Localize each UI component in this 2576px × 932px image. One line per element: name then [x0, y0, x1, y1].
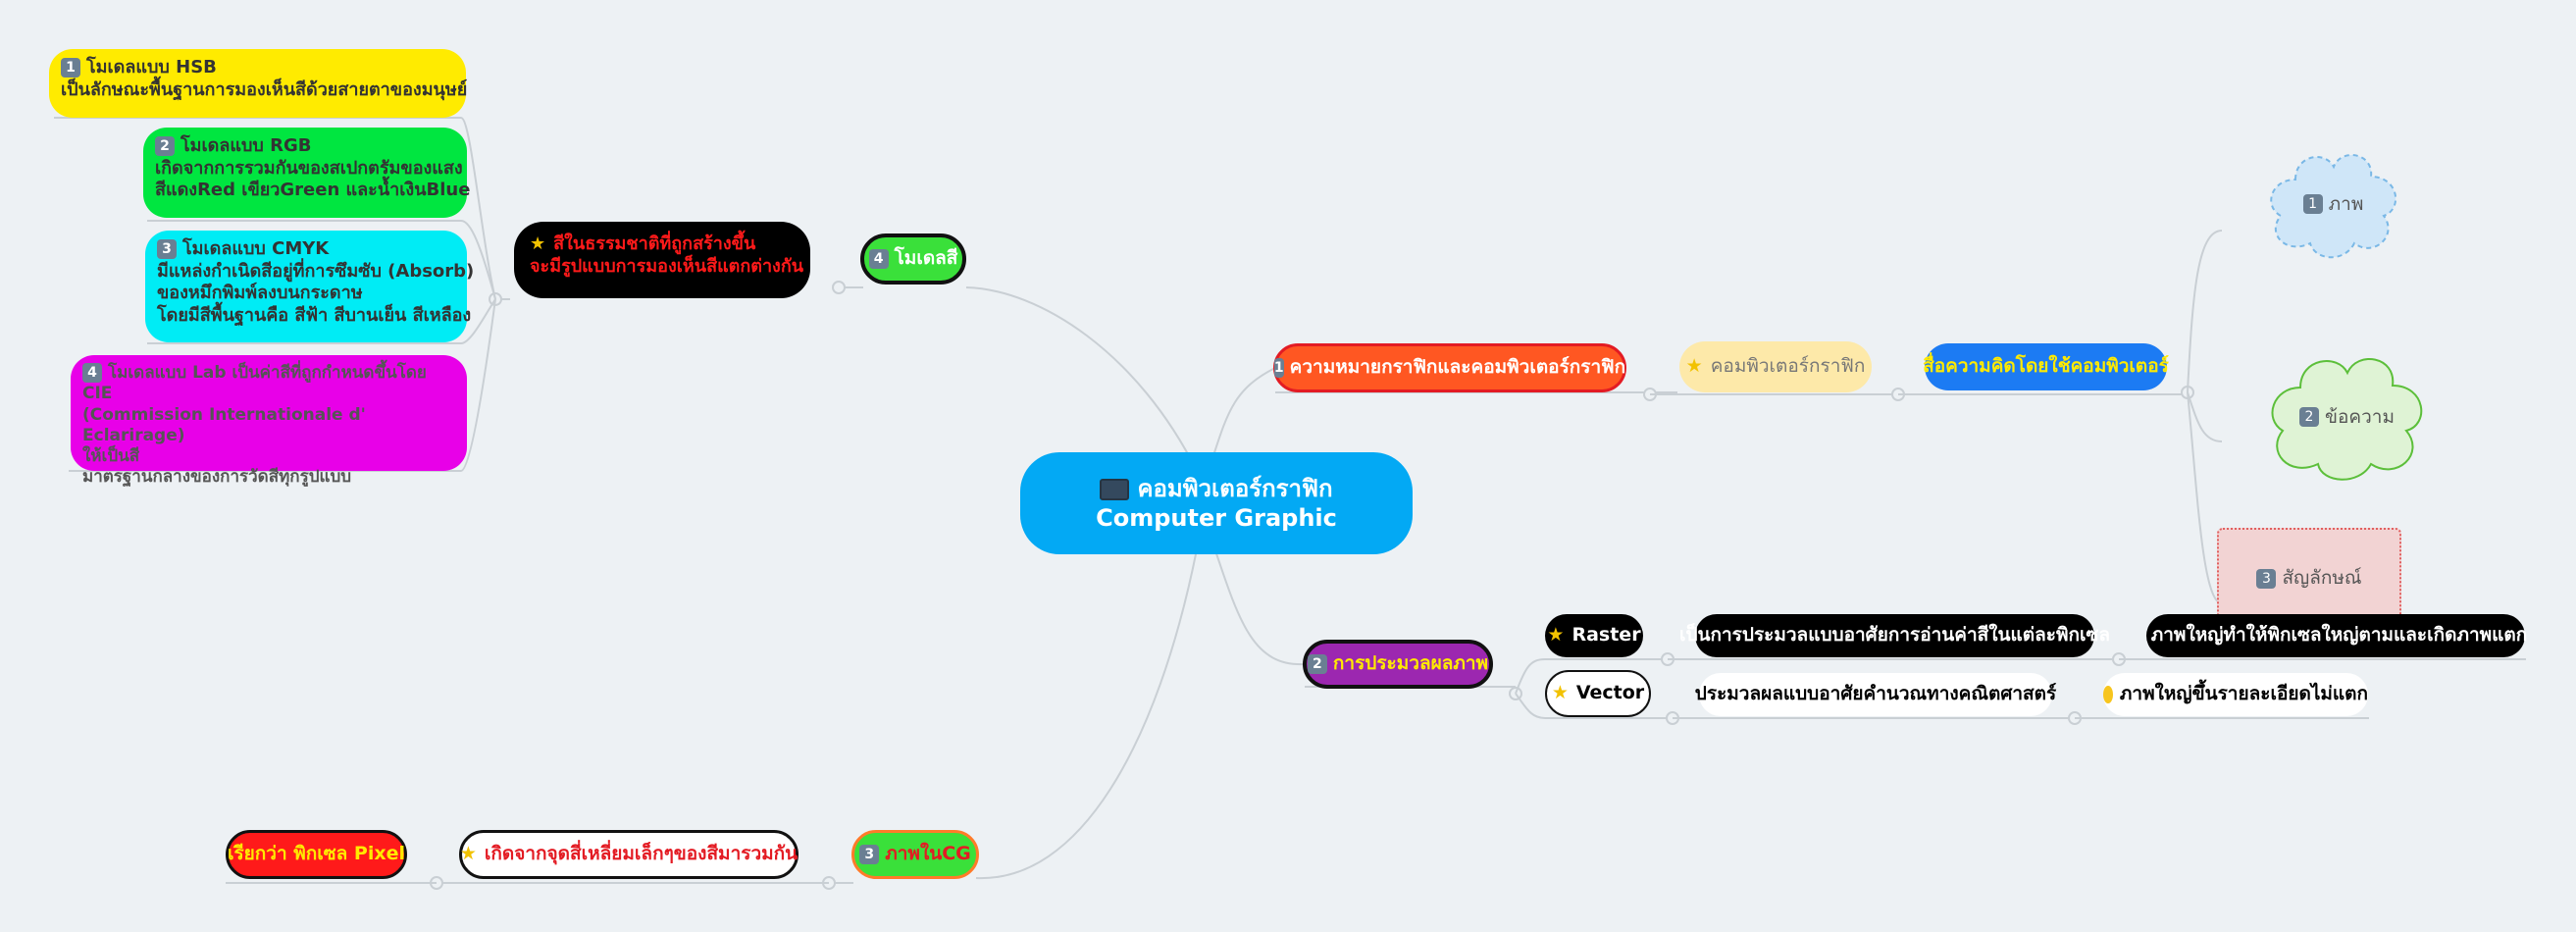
pixel-name[interactable]: เรียกว่า พิกเซล Pixel	[226, 830, 407, 879]
topic-image-in-cg-label: ภาพในCG	[885, 843, 971, 865]
leaf-image-label: ภาพ	[2328, 193, 2364, 215]
star-icon: ★	[530, 233, 546, 254]
vector-description-label: ประมวลผลแบบอาศัยคำนวณทางคณิตศาสตร์	[1694, 683, 2057, 705]
number-badge: 1	[61, 58, 80, 78]
topic-meaning-label: ความหมายกราฟิกและคอมพิวเตอร์กราฟิก	[1289, 356, 1626, 379]
raster-label: Raster	[1571, 624, 1641, 647]
model-line: สีแดงRed เขียวGreen และน้ำเงินBlue	[155, 180, 471, 200]
leaf-symbol[interactable]: 3 สัญลักษณ์	[2217, 528, 2401, 630]
color-nature-note[interactable]: ★ สีในธรรมชาติที่ถูกสร้างขึ้น จะมีรูปแบบก…	[514, 222, 810, 298]
raster-description-label: เป็นการประมวลแบบอาศัยการอ่านค่าสีในแต่ละ…	[1678, 624, 2111, 647]
subtopic-communicate-label: สื่อความคิดโดยใช้คอมพิวเตอร์	[1923, 355, 2169, 378]
cloud-icon	[2270, 154, 2397, 259]
number-badge: 1	[1273, 358, 1284, 378]
pixel-origin[interactable]: ★ เกิดจากจุดสี่เหลี่ยมเล็กๆของสีมารวมกัน	[459, 830, 799, 879]
vector-result-label: ภาพใหญ่ขึ้นรายละเอียดไม่แตก	[2119, 683, 2368, 705]
model-line: ให้เป็นสี	[82, 446, 140, 466]
raster-result[interactable]: ภาพใหญ่ทำให้พิกเซลใหญ่ตามและเกิดภาพแตก	[2146, 614, 2528, 657]
raster-node[interactable]: ★ Raster	[1545, 614, 1643, 657]
subtopic-computer-graphic[interactable]: ★ คอมพิวเตอร์กราฟิก	[1679, 341, 1872, 392]
pixel-origin-label: เกิดจากจุดสี่เหลี่ยมเล็กๆของสีมารวมกัน	[484, 843, 799, 865]
vector-node[interactable]: ★ Vector	[1545, 670, 1651, 717]
color-nature-line2: จะมีรูปแบบการมองเห็นสีแตกต่างกัน	[530, 255, 804, 277]
number-badge: 2	[1307, 654, 1327, 674]
topic-image-processing-label: การประมวลผลภาพ	[1332, 652, 1489, 675]
raster-result-label: ภาพใหญ่ทำให้พิกเซลใหญ่ตามและเกิดภาพแตก	[2150, 624, 2528, 647]
model-title: โมเดลแบบ CMYK	[182, 238, 330, 259]
topic-meaning[interactable]: 1 ความหมายกราฟิกและคอมพิวเตอร์กราฟิก	[1273, 343, 1626, 392]
model-line: ของหมึกพิมพ์ลงบนกระดาษ	[157, 283, 363, 303]
model-title: โมเดลแบบ HSB	[86, 57, 217, 78]
computer-icon	[1100, 479, 1130, 500]
number-badge: 3	[859, 845, 880, 864]
star-icon: ★	[459, 843, 477, 865]
model-line: โดยมีสีพื้นฐานคือ สีฟ้า สีบานเย็น สีเหลื…	[157, 304, 472, 326]
topic-color-model-label: โมเดลสี	[894, 247, 958, 270]
number-badge: 4	[868, 249, 889, 269]
model-line: มาตรฐานกลางของการวัดสีทุกรูปแบบ	[82, 467, 352, 488]
topic-image-processing[interactable]: 2 การประมวลผลภาพ	[1303, 640, 1493, 689]
number-badge: 2	[2299, 407, 2319, 427]
subtopic-computer-graphic-label: คอมพิวเตอร์กราฟิก	[1710, 355, 1866, 378]
vector-description[interactable]: ประมวลผลแบบอาศัยคำนวณทางคณิตศาสตร์	[1695, 673, 2056, 716]
vector-result[interactable]: ภาพใหญ่ขึ้นรายละเอียดไม่แตก	[2103, 673, 2368, 716]
number-badge: 3	[2256, 569, 2277, 589]
number-badge: 4	[82, 363, 102, 383]
topic-color-model[interactable]: 4 โมเดลสี	[860, 233, 966, 285]
cloud-icon	[2271, 358, 2423, 481]
model-line: เกิดจากการรวมกันของสเปกตรัมของแสง	[155, 157, 463, 179]
color-nature-line1: สีในธรรมชาติที่ถูกสร้างขึ้น	[553, 233, 756, 254]
leaf-text-label: ข้อความ	[2325, 406, 2395, 428]
number-badge: 2	[155, 136, 175, 156]
model-line: (Commission Internationale d' Eclarirage…	[82, 404, 366, 445]
model-hsb[interactable]: 1 โมเดลแบบ HSB เป็นลักษณะพื้นฐานการมองเห็…	[49, 49, 468, 118]
pixel-name-label: เรียกว่า พิกเซล Pixel	[227, 843, 406, 865]
model-title: โมเดลแบบ Lab เป็นค่าสีที่ถูกกำหนดขึ้นโดย…	[82, 363, 427, 404]
model-line: มีแหล่งกำเนิดสีอยู่ที่การซึมซับ (Absorb)	[157, 260, 475, 282]
star-icon: ★	[1551, 682, 1569, 704]
number-badge: 1	[2302, 194, 2323, 214]
model-title: โมเดลแบบ RGB	[180, 135, 312, 156]
raster-description[interactable]: เป็นการประมวลแบบอาศัยการอ่านค่าสีในแต่ละ…	[1679, 614, 2110, 657]
leaf-symbol-label: สัญลักษณ์	[2282, 567, 2362, 590]
smile-icon	[2103, 686, 2113, 703]
central-topic[interactable]: คอมพิวเตอร์กราฟิก Computer Graphic	[1020, 452, 1413, 554]
topic-image-in-cg[interactable]: 3 ภาพในCG	[851, 830, 979, 879]
model-line: เป็นลักษณะพื้นฐานการมองเห็นสีด้วยสายตาขอ…	[61, 78, 468, 100]
subtopic-communicate[interactable]: สื่อความคิดโดยใช้คอมพิวเตอร์	[1923, 343, 2169, 390]
star-icon: ★	[1685, 355, 1703, 378]
vector-label: Vector	[1575, 682, 1645, 704]
central-topic-label: คอมพิวเตอร์กราฟิก Computer Graphic	[1096, 475, 1337, 532]
leaf-text[interactable]: 2 ข้อความ	[2261, 348, 2433, 486]
number-badge: 3	[157, 239, 177, 259]
star-icon: ★	[1547, 624, 1565, 647]
